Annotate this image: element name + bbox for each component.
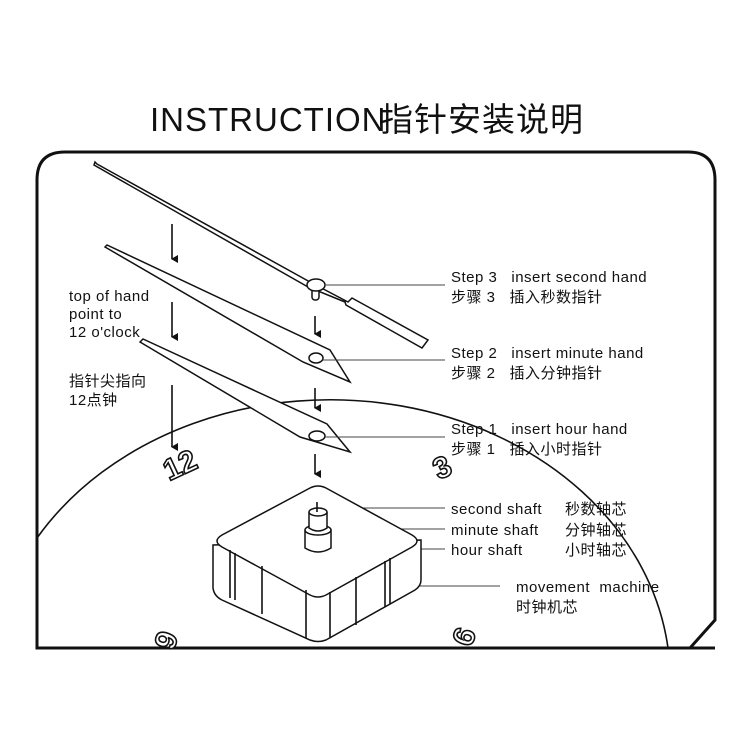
movement-zh: 时钟机芯 — [516, 599, 578, 616]
step1-en: Step 1 insert hour hand — [451, 421, 628, 438]
movement-en: movement machine — [516, 579, 660, 596]
note-en-line3: 12 o'clock — [69, 324, 140, 341]
step2-en: Step 2 insert minute hand — [451, 345, 644, 362]
second-shaft-zh: 秒数轴芯 — [565, 501, 627, 518]
minute-shaft-en: minute shaft — [451, 522, 539, 539]
minute-hand — [103, 244, 352, 384]
minute-shaft-zh: 分钟轴芯 — [565, 522, 627, 539]
frame — [35, 150, 717, 650]
note-en-line2: point to — [69, 306, 122, 323]
title-zh: 指针安装说明 — [380, 101, 584, 138]
hour-hand — [138, 338, 353, 454]
second-shaft-en: second shaft — [451, 501, 542, 518]
title-en: INSTRUCTION — [150, 101, 387, 138]
dial-number-6: 6 — [446, 623, 483, 650]
step3-zh: 步骤 3 插入秒数指针 — [451, 289, 603, 306]
step2-zh: 步骤 2 插入分钟指针 — [451, 365, 603, 382]
note-en-line1: top of hand — [69, 288, 150, 305]
clock-face-outline — [36, 399, 669, 649]
note-zh-line2: 12点钟 — [69, 392, 118, 409]
step3-en: Step 3 insert second hand — [451, 269, 647, 286]
dial-number-9: 9 — [149, 627, 186, 654]
hour-shaft-en: hour shaft — [451, 542, 523, 559]
step1-zh: 步骤 1 插入小时指针 — [451, 441, 603, 458]
dial-number-12: 12 — [158, 444, 202, 488]
arrows — [171, 224, 321, 478]
hour-shaft-zh: 小时轴芯 — [565, 542, 627, 559]
movement-machine — [212, 485, 422, 643]
note-zh-line1: 指针尖指向 — [69, 373, 147, 390]
